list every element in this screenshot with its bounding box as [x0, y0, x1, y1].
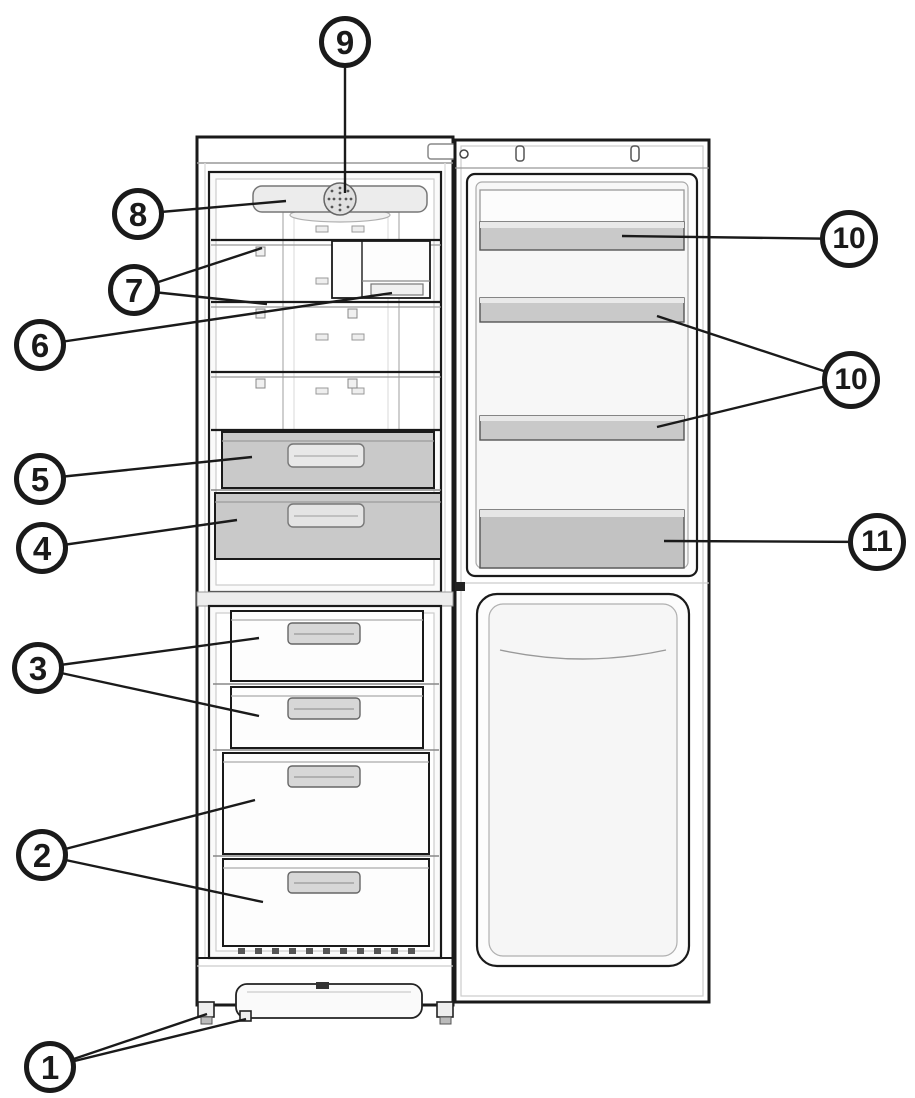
base-plinth	[197, 957, 454, 1025]
chiller-box	[331, 240, 431, 299]
freezer-drawer-3	[222, 752, 430, 855]
leader-1a	[49, 1012, 208, 1069]
leader-5	[39, 455, 253, 481]
door	[453, 138, 711, 1004]
leader-6	[39, 291, 393, 347]
fridge-compartment	[207, 170, 443, 594]
leader-11	[663, 539, 878, 544]
leveling-feet	[197, 1001, 454, 1025]
freezer-drawer-1	[230, 610, 424, 682]
callout-9: 9	[319, 16, 371, 68]
hinge-pin	[459, 149, 469, 159]
crisper-drawer-lower	[211, 489, 442, 560]
callout-3: 3	[12, 642, 64, 694]
door-balcony-middle-2	[479, 415, 685, 441]
door-bottle-shelf	[479, 509, 685, 569]
leader-4	[41, 518, 238, 550]
freezer-compartment	[196, 591, 454, 960]
leader-1b	[49, 1017, 247, 1069]
leader-10b2	[656, 378, 852, 429]
callout-11: 11	[848, 513, 906, 571]
freezer-drawer-4	[222, 858, 430, 947]
callout-8: 8	[112, 188, 164, 240]
callout-2: 2	[16, 829, 68, 881]
leader-3b	[37, 666, 260, 718]
freezer-door-interior	[455, 582, 709, 968]
crisper-drawer-upper	[221, 431, 435, 489]
door-balcony-middle-1	[479, 297, 685, 323]
callout-7: 7	[108, 264, 160, 316]
leader-10b1	[656, 314, 852, 382]
freezer-drawer-2	[230, 686, 424, 749]
callout-10-middle: 10	[822, 351, 880, 409]
leader-2a	[41, 798, 256, 857]
leader-2b	[41, 853, 264, 904]
door-balcony-top	[479, 189, 685, 251]
callout-4: 4	[16, 522, 68, 574]
callout-5: 5	[14, 453, 66, 505]
fridge-door-interior	[465, 172, 699, 578]
leader-3a	[37, 636, 260, 670]
leader-10a	[621, 234, 850, 241]
callout-6: 6	[14, 319, 66, 371]
fan-unit	[252, 182, 428, 223]
callout-1: 1	[24, 1041, 76, 1093]
shelf	[211, 370, 441, 389]
callout-10-top: 10	[820, 210, 878, 268]
leader-lines	[37, 42, 878, 1069]
